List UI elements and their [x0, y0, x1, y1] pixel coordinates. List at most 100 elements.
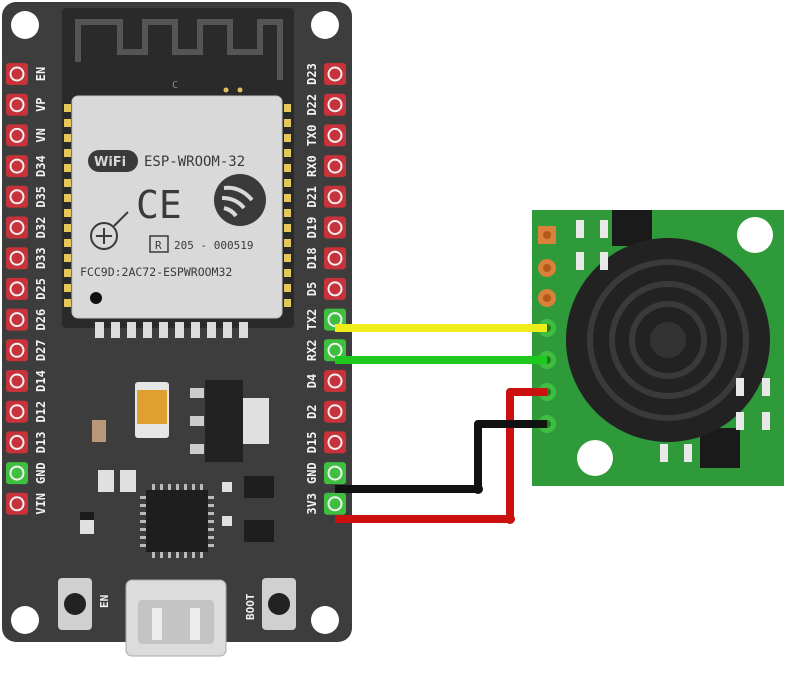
pin-label: D14: [34, 370, 48, 392]
left-pin-header: ENVPVND34D35D32D33D25D26D27D14D12D13GNDV…: [6, 63, 48, 515]
smd-component: [684, 444, 692, 462]
en-button[interactable]: [58, 578, 92, 630]
module-pad: [95, 322, 104, 338]
pin-label: D34: [34, 155, 48, 177]
pin-d18-right[interactable]: [324, 247, 346, 270]
module-pad: [64, 119, 71, 127]
esp32-board: C WiFi ESP-WROOM-32 CE R 205 - 000519 FC…: [2, 2, 352, 657]
mounting-hole: [737, 217, 773, 253]
module-pad: [223, 322, 232, 338]
usb-uart-chip: [140, 484, 214, 558]
module-pad: [159, 322, 168, 338]
module-pad: [64, 224, 71, 232]
pin-label: D12: [34, 401, 48, 423]
smd-component: [600, 220, 608, 238]
pin-label: TX0: [305, 125, 319, 147]
pin-tx0-right[interactable]: [324, 124, 346, 147]
led: [120, 470, 136, 492]
pin-rx0-right[interactable]: [324, 155, 346, 178]
mounting-hole: [577, 440, 613, 476]
pin-d22-right[interactable]: [324, 93, 346, 116]
pin-d26-left[interactable]: [6, 308, 28, 331]
smd-component: [222, 516, 232, 526]
pin-label: D26: [34, 309, 48, 331]
pin-d14-left[interactable]: [6, 370, 28, 392]
pin-d32-left[interactable]: [6, 216, 28, 239]
mounting-hole: [311, 606, 339, 634]
wifi-logo: WiFi: [94, 155, 126, 170]
pin-label: D4: [305, 374, 319, 388]
antenna-trace: [75, 19, 283, 80]
en-button-label: EN: [98, 595, 111, 608]
pin-d27-left[interactable]: [6, 339, 28, 362]
pin-vin-left[interactable]: [6, 492, 28, 515]
ultrasonic-sensor: [532, 210, 784, 486]
pin-3v3-right[interactable]: [324, 492, 346, 515]
pin-en-left[interactable]: [6, 63, 28, 85]
pin-label: VN: [34, 128, 48, 142]
pin-label: D18: [305, 247, 319, 269]
module-pad: [284, 149, 291, 157]
pin-gnd-right[interactable]: [324, 462, 346, 485]
module-pad: [64, 194, 71, 202]
pin-d33-left[interactable]: [6, 247, 28, 270]
pin-label: D22: [305, 94, 319, 116]
pin-label: 3V3: [305, 493, 319, 515]
pin-d4-right[interactable]: [324, 370, 346, 392]
module-pad: [143, 322, 152, 338]
tantalum-capacitor: [135, 382, 169, 438]
pin-label: RX0: [305, 155, 319, 177]
pin-vn-left[interactable]: [6, 124, 28, 147]
module-pad: [127, 322, 136, 338]
boot-button[interactable]: [262, 578, 296, 630]
pin-label: D13: [34, 432, 48, 454]
pin-gnd-left[interactable]: [6, 462, 28, 485]
smd-component: [736, 412, 744, 430]
transistor: [244, 520, 274, 542]
module-pad: [239, 322, 248, 338]
pin-label: D2: [305, 404, 319, 418]
module-pad: [284, 134, 291, 142]
pin-d34-left[interactable]: [6, 155, 28, 178]
mounting-hole: [11, 606, 39, 634]
pin-d25-left[interactable]: [6, 277, 28, 300]
pin-label: TX2: [305, 309, 319, 331]
module-pad: [64, 164, 71, 172]
transducer: [566, 238, 770, 442]
pin-d2-right[interactable]: [324, 400, 346, 423]
wire-3v3: [335, 388, 547, 523]
pin-vp-left[interactable]: [6, 93, 28, 116]
boot-button-label: BOOT: [244, 593, 257, 620]
pin-d35-left[interactable]: [6, 185, 28, 208]
pin-label: GND: [305, 462, 319, 484]
ce-mark: CE: [136, 183, 182, 227]
mounting-hole: [11, 11, 39, 39]
pin-label: D21: [305, 186, 319, 208]
pin-d21-right[interactable]: [324, 185, 346, 208]
smd-component: [600, 252, 608, 270]
pin-label: D5: [305, 282, 319, 296]
micro-usb-port[interactable]: [125, 579, 227, 657]
module-pad: [64, 284, 71, 292]
module-pad: [64, 299, 71, 307]
pin-label: RX2: [305, 339, 319, 361]
pin-d13-left[interactable]: [6, 431, 28, 454]
wire-junction: [473, 484, 483, 494]
module-pad: [284, 254, 291, 262]
pin-label: D35: [34, 186, 48, 208]
module-pad: [284, 269, 291, 277]
module-pad: [284, 224, 291, 232]
module-pad: [207, 322, 216, 338]
pin-d5-right[interactable]: [324, 277, 346, 300]
module-pad: [175, 322, 184, 338]
pin-d23-right[interactable]: [324, 63, 346, 85]
espressif-logo-icon: [214, 174, 266, 226]
wire-junction: [505, 514, 515, 524]
module-pad: [64, 269, 71, 277]
pin-d19-right[interactable]: [324, 216, 346, 239]
module-pad: [191, 322, 200, 338]
pin-d15-right[interactable]: [324, 431, 346, 454]
led: [98, 470, 114, 492]
pin-d12-left[interactable]: [6, 400, 28, 423]
